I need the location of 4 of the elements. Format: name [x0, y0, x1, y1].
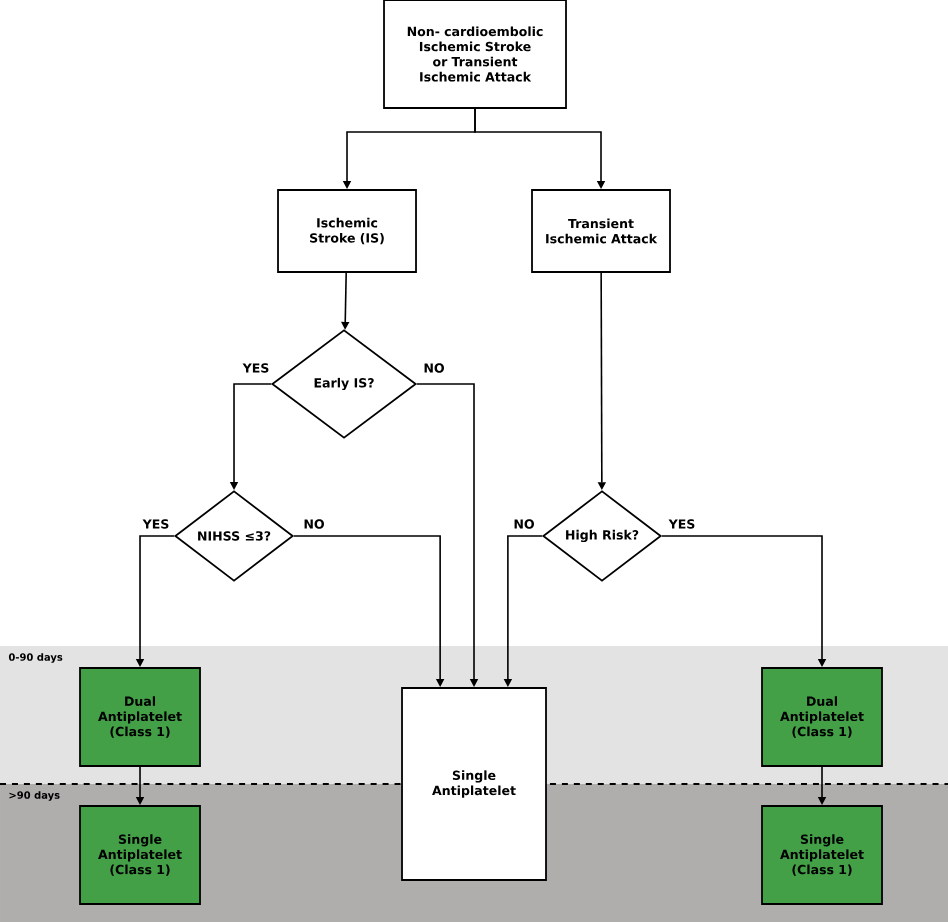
arrow: [293, 535, 445, 687]
arrow: [474, 108, 606, 189]
arrow: [416, 383, 479, 687]
arrow: [661, 535, 827, 667]
